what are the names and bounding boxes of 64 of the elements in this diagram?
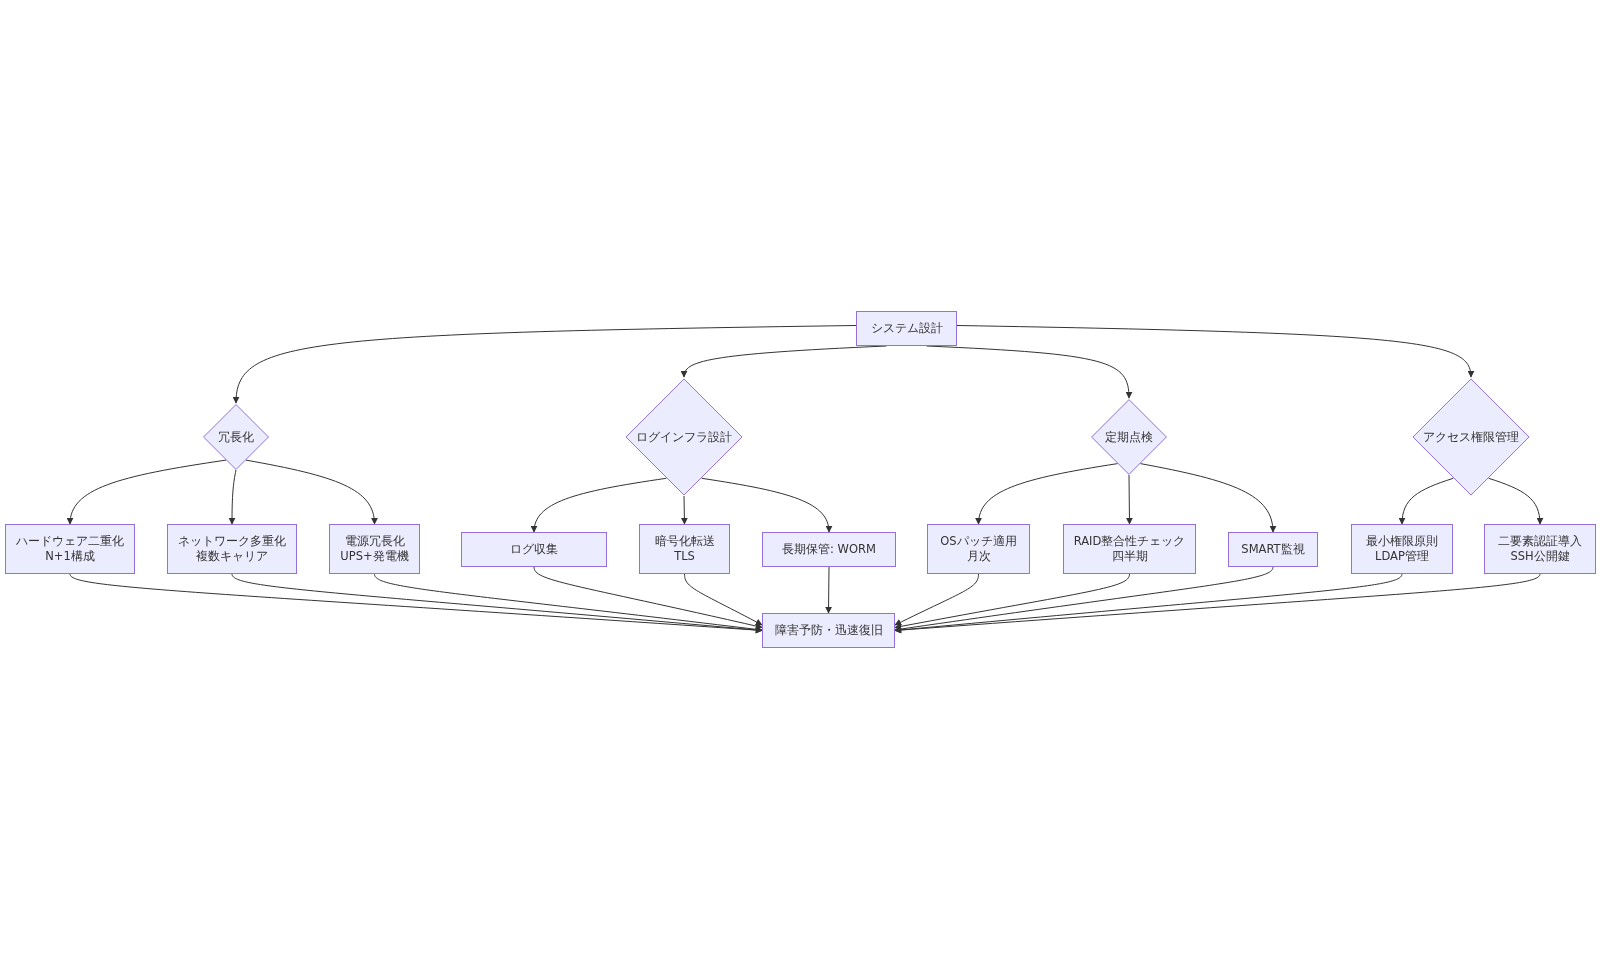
- node-label: 電源冗長化: [344, 534, 405, 549]
- node-label: SMART監視: [1241, 542, 1305, 557]
- node-label: 暗号化転送: [654, 534, 715, 549]
- node-label: 四半期: [1111, 549, 1148, 564]
- arrow: [1488, 477, 1544, 525]
- arrow: [975, 463, 1119, 525]
- arrow: [533, 566, 763, 630]
- node-label: 長期保管: WORM: [782, 542, 876, 557]
- process-box: [461, 532, 607, 567]
- arrow: [894, 573, 1541, 634]
- node-label: 二要素認証導入: [1498, 534, 1582, 549]
- node-label: RAID整合性チェック: [1073, 534, 1186, 549]
- arrow: [531, 477, 667, 533]
- process-box: [5, 524, 135, 574]
- arrow: [894, 573, 979, 626]
- decision-diamond: [1412, 378, 1530, 496]
- arrow: [1398, 477, 1454, 525]
- process-box: [762, 532, 896, 567]
- arrow: [684, 573, 763, 626]
- node-label: 障害予防・迅速復旧: [774, 623, 883, 638]
- process-box: [1228, 532, 1318, 567]
- node-label: ハードウェア二重化: [16, 534, 124, 549]
- node-label: 月次: [966, 549, 991, 564]
- node-label: UPS+発電機: [340, 549, 409, 564]
- node-label: SSH公開鍵: [1510, 549, 1570, 564]
- node-label: 複数キャリア: [196, 549, 268, 564]
- arrow: [374, 573, 763, 633]
- node-label: アクセス権限管理: [1423, 429, 1519, 445]
- decision-diamond: [1091, 399, 1167, 475]
- node-label: システム設計: [870, 321, 943, 336]
- arrow: [701, 477, 832, 533]
- process-box: [762, 613, 895, 648]
- process-box: [927, 524, 1030, 574]
- node-label: ネットワーク多重化: [178, 534, 286, 549]
- process-box: [329, 524, 420, 574]
- arrow: [1125, 474, 1133, 525]
- arrow: [680, 495, 688, 525]
- process-box: [639, 524, 730, 574]
- node-label: ログインフラ設計: [636, 429, 732, 445]
- decision-diamond: [203, 404, 269, 470]
- arrow: [233, 325, 857, 404]
- arrow: [231, 573, 763, 634]
- arrow: [894, 566, 1274, 633]
- node-label: N+1構成: [45, 549, 95, 564]
- process-box: [856, 311, 957, 346]
- process-box: [167, 524, 297, 574]
- process-box: [1484, 524, 1596, 574]
- arrow: [956, 325, 1474, 378]
- arrow: [894, 573, 1130, 630]
- process-box: [1351, 524, 1453, 574]
- node-label: TLS: [674, 549, 695, 564]
- process-box: [1063, 524, 1196, 574]
- node-label: ログ収集: [510, 542, 558, 557]
- decision-diamond: [625, 378, 743, 496]
- arrow: [1139, 463, 1276, 533]
- arrow: [67, 459, 227, 525]
- node-label: 冗長化: [218, 429, 254, 445]
- arrow: [245, 459, 378, 525]
- node-label: LDAP管理: [1375, 549, 1429, 564]
- arrow: [228, 469, 237, 525]
- node-label: 最小権限原則: [1366, 534, 1438, 549]
- arrow: [825, 566, 833, 614]
- node-label: 定期点検: [1105, 429, 1153, 445]
- node-label: OSパッチ適用: [940, 534, 1017, 549]
